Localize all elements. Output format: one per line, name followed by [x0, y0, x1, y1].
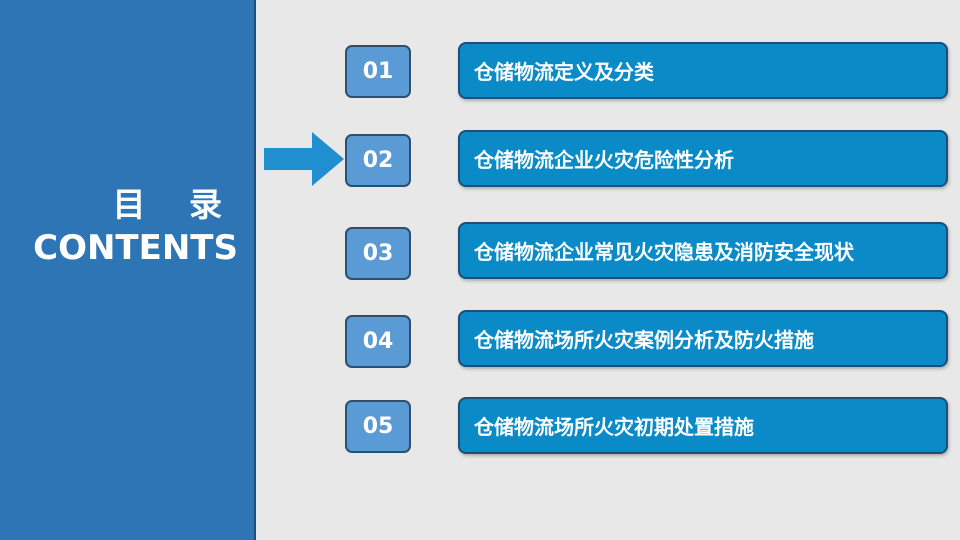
- section-item-02[interactable]: 仓储物流企业火灾危险性分析: [458, 130, 948, 187]
- section-number-01[interactable]: 01: [345, 45, 411, 98]
- section-number-04[interactable]: 04: [345, 315, 411, 368]
- title-chinese: 目 录: [112, 185, 238, 224]
- section-item-04[interactable]: 仓储物流场所火灾案例分析及防火措施: [458, 310, 948, 367]
- section-item-01[interactable]: 仓储物流定义及分类: [458, 42, 948, 99]
- section-item-05[interactable]: 仓储物流场所火灾初期处置措施: [458, 397, 948, 454]
- sidebar-panel: 目 录 CONTENTS: [0, 0, 256, 540]
- section-number-03[interactable]: 03: [345, 227, 411, 280]
- title-english: CONTENTS: [33, 228, 238, 268]
- section-number-05[interactable]: 05: [345, 400, 411, 453]
- right-arrow-icon: [264, 132, 344, 186]
- section-number-02[interactable]: 02: [345, 134, 411, 187]
- section-item-03[interactable]: 仓储物流企业常见火灾隐患及消防安全现状: [458, 222, 948, 279]
